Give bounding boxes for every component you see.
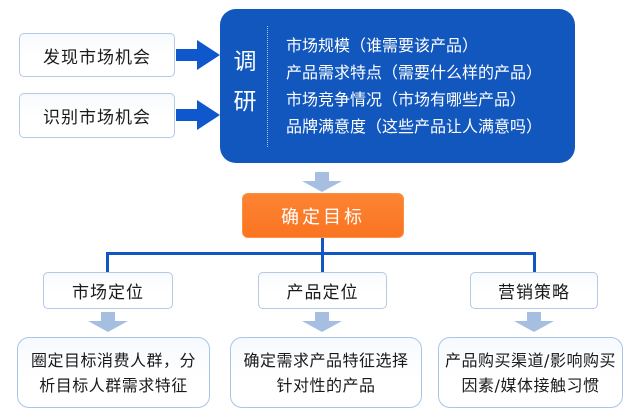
detail-line: 因素/媒体接触习惯 (461, 375, 600, 395)
node-market-positioning: 市场定位 (43, 272, 173, 309)
arrow-right-shape (176, 100, 220, 130)
arrow-right-shape (176, 40, 220, 70)
node-product-positioning: 产品定位 (258, 272, 387, 309)
connector-vertical-right (533, 252, 536, 273)
arrow-down-shape (514, 312, 554, 332)
node-identify-opportunity: 识别市场机会 (19, 93, 175, 138)
connector-vertical-mid (321, 238, 324, 272)
detail-line: 析目标人群需求特征 (39, 375, 188, 395)
research-item: 品牌满意度（这些产品让人满意吗） (286, 117, 543, 136)
arrow-down-icon (302, 312, 342, 332)
arrow-down-icon (302, 172, 342, 192)
node-product-positioning-detail: 确定需求产品特征选择 针对性的产品 (230, 337, 422, 408)
detail-line: 产品购买渠道/影响购买 (445, 350, 616, 370)
research-panel (220, 9, 575, 163)
research-item: 市场规模（谁需要该产品） (286, 36, 479, 55)
node-goal: 确定目标 (242, 193, 404, 238)
detail-line: 针对性的产品 (276, 375, 376, 395)
research-item: 市场竞争情况（市场有哪些产品） (286, 90, 527, 109)
detail-line: 确定需求产品特征选择 (243, 350, 409, 370)
connector-vertical-left (106, 252, 109, 273)
connector-horizontal (106, 252, 536, 255)
node-marketing-strategy: 营销策略 (470, 272, 598, 309)
research-title: 调研 (233, 49, 257, 115)
detail-line: 圈定目标消费人群，分 (30, 350, 196, 370)
dotted-divider (267, 26, 268, 147)
arrow-down-icon (514, 312, 554, 332)
node-marketing-strategy-detail: 产品购买渠道/影响购买 因素/媒体接触习惯 (438, 337, 623, 408)
research-item-list: 市场规模（谁需要该产品） 产品需求特点（需要什么样的产品） 市场竞争情况（市场有… (286, 32, 542, 140)
arrow-down-shape (88, 312, 128, 332)
arrow-right-icon (176, 100, 220, 130)
arrow-down-icon (88, 312, 128, 332)
node-discover-opportunity: 发现市场机会 (19, 33, 175, 77)
arrow-right-icon (176, 40, 220, 70)
research-item: 产品需求特点（需要什么样的产品） (286, 63, 543, 82)
node-market-positioning-detail: 圈定目标消费人群，分 析目标人群需求特征 (17, 337, 210, 408)
arrow-down-shape (302, 172, 342, 192)
arrow-down-shape (302, 312, 342, 332)
